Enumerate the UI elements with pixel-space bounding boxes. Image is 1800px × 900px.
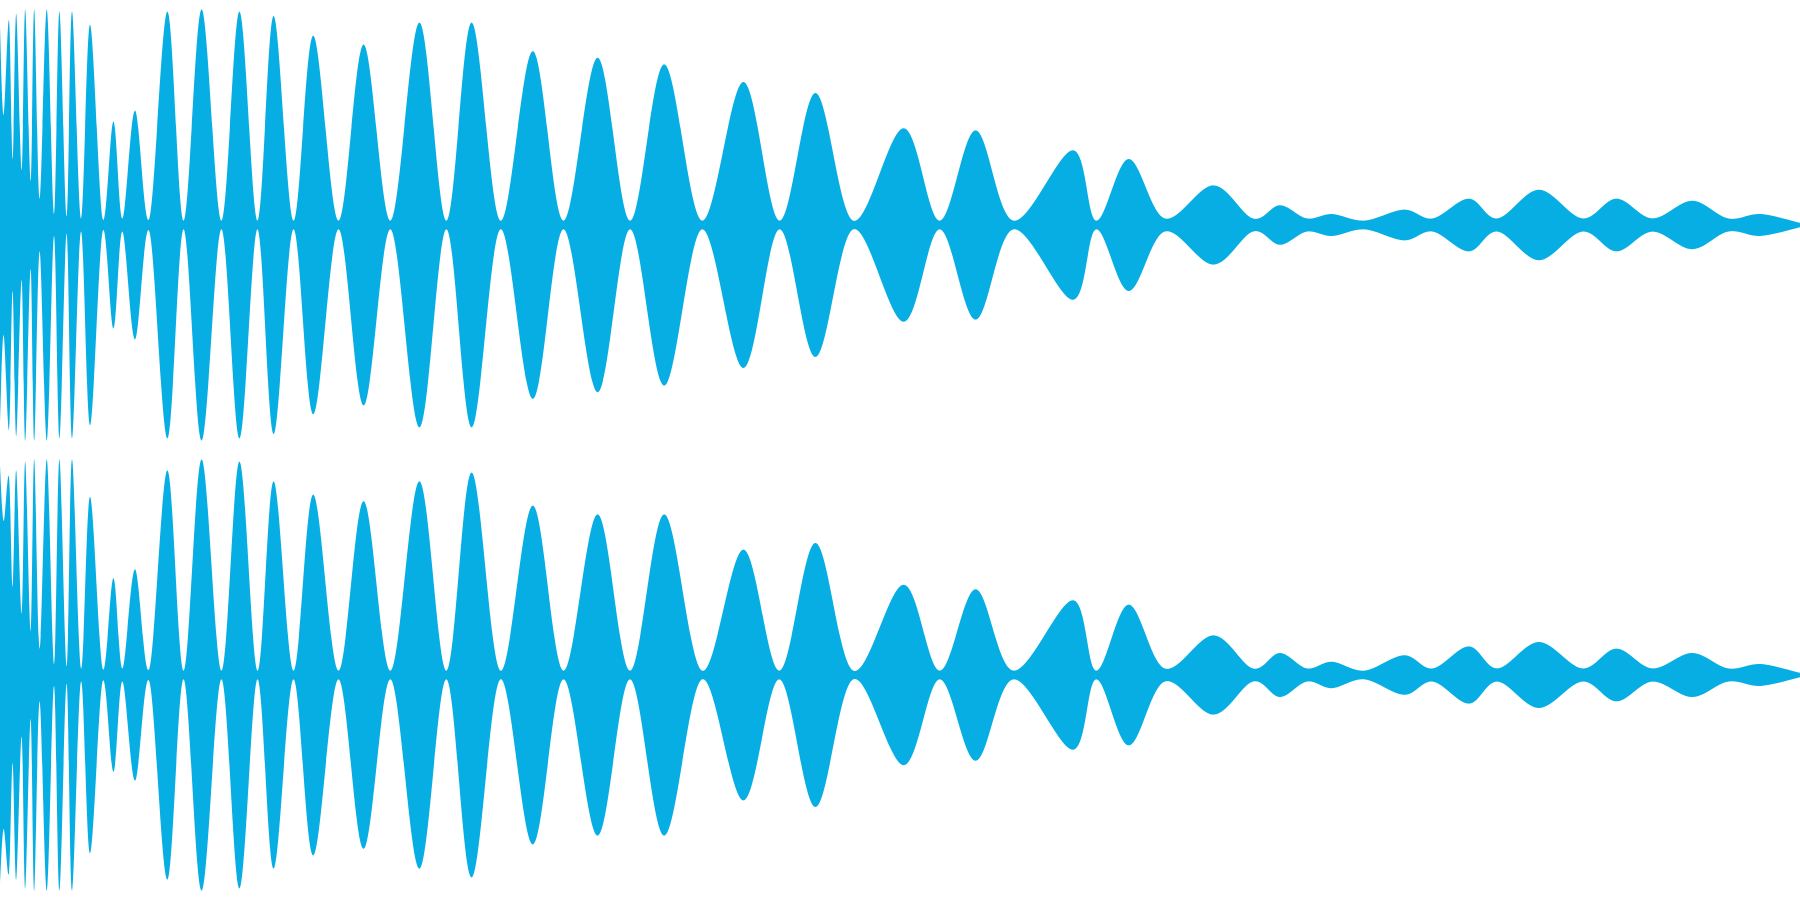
waveform-shape [0,459,1800,891]
waveform-shape [0,9,1800,441]
waveform-channel-1 [0,9,1800,441]
waveform-channel-2 [0,459,1800,891]
